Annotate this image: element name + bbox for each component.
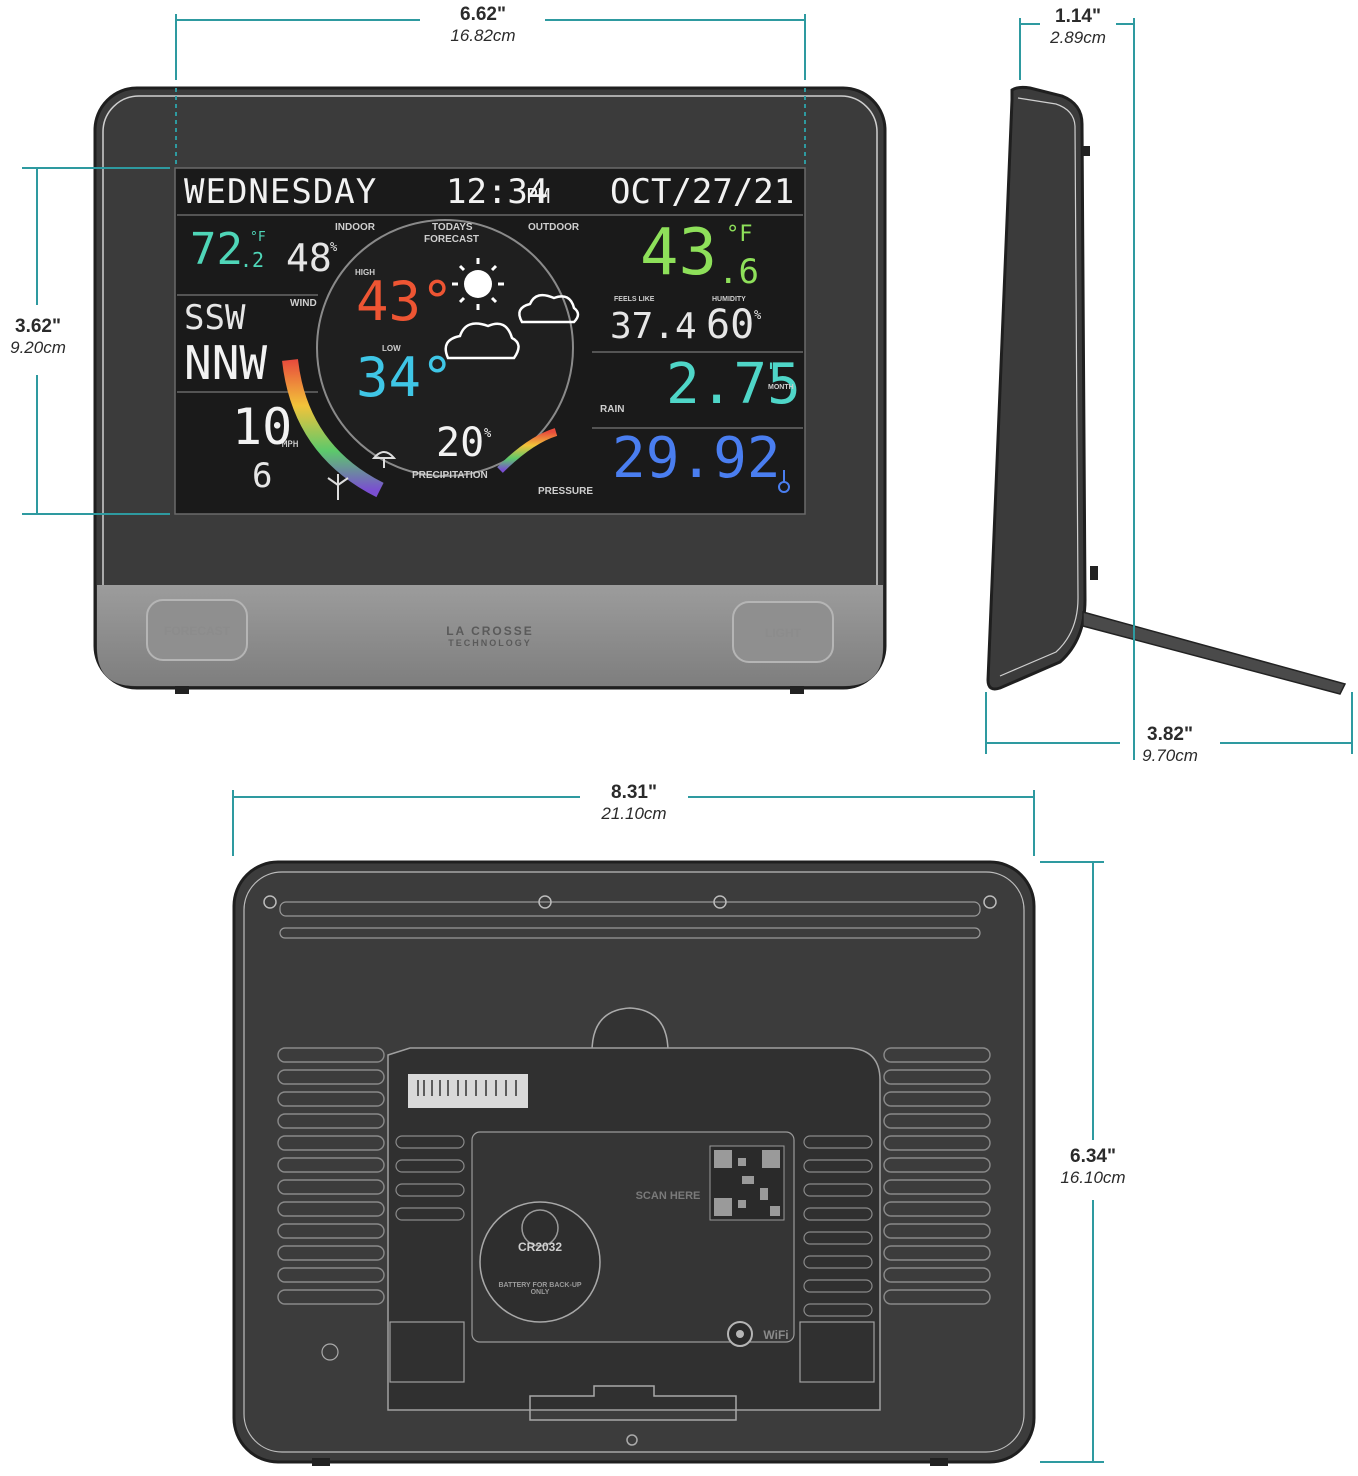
dimension-metric: 16.10cm — [1060, 1168, 1126, 1187]
outdoor-temp-decimal: .6 — [718, 252, 759, 292]
outdoor-humidity: 60 — [706, 302, 755, 348]
wifi-label: WiFi — [763, 1328, 789, 1342]
qr-code-icon — [709, 1145, 785, 1221]
precipitation-label: PRECIPITATION — [412, 470, 488, 481]
brand-line2: TECHNOLOGY — [448, 638, 532, 648]
wind-gust: 6 — [252, 456, 273, 496]
light-button[interactable] — [732, 601, 834, 663]
vent-grille-right — [883, 1047, 991, 1305]
dimension-metric: 9.70cm — [1142, 746, 1198, 765]
wind-previous-direction: SSW — [184, 298, 246, 338]
wind-speed-unit: MPH — [282, 440, 299, 450]
pressure-value: 29.92 — [612, 426, 781, 491]
lcd-ampm: PM — [526, 184, 551, 208]
pressure-label: PRESSURE — [538, 486, 594, 497]
front-height-dimension: 3.62" 9.20cm — [0, 316, 76, 358]
precip-value: 20 — [436, 420, 485, 466]
wind-speed: 10 — [232, 398, 293, 456]
dimension-metric: 16.82cm — [450, 26, 516, 45]
indoor-temp: 72 — [190, 224, 243, 275]
outdoor-label: OUTDOOR — [528, 222, 580, 233]
indoor-temp-decimal: .2 — [240, 248, 265, 272]
front-width-dimension: 6.62" 16.82cm — [420, 4, 546, 46]
dimension-lines — [22, 14, 1353, 1463]
wind-label: WIND — [290, 298, 317, 309]
wind-turbine-icon — [327, 474, 349, 500]
pressure-trend-icon — [778, 470, 790, 493]
light-button-label: LIGHT — [765, 626, 801, 640]
outdoor-feels-like: 37.4 — [610, 306, 697, 347]
front-view-device — [93, 86, 887, 694]
forecast-button-label: FORECAST — [164, 624, 230, 638]
outdoor-humidity-label: HUMIDITY — [712, 296, 746, 303]
dimension-metric: 21.10cm — [601, 804, 667, 823]
back-height-dimension: 6.34" 16.10cm — [1048, 1146, 1138, 1188]
low-label: LOW — [382, 344, 401, 353]
indoor-humidity: 48 — [286, 236, 332, 280]
side-stand-depth-dimension: 3.82" 9.70cm — [1120, 724, 1220, 766]
lcd-date: OCT/27/21 — [610, 172, 795, 212]
indoor-temp-unit: °F — [250, 230, 266, 245]
battery-note: BATTERY FOR BACK-UP ONLY — [498, 1282, 582, 1296]
scan-here-label: SCAN HERE — [635, 1190, 701, 1202]
serial-label — [408, 1074, 528, 1108]
precip-unit: % — [484, 426, 492, 440]
indoor-humidity-unit: % — [330, 240, 338, 254]
wind-speed-arc — [282, 359, 384, 498]
dimension-imperial: 1.14" — [1055, 6, 1101, 27]
dimension-imperial: 6.34" — [1070, 1146, 1116, 1167]
rain-unit: " — [766, 358, 781, 386]
back-width-dimension: 8.31" 21.10cm — [580, 782, 688, 824]
precip-gauge-icon — [497, 428, 558, 473]
lcd-day: WEDNESDAY — [184, 172, 378, 212]
high-temp: 43° — [356, 270, 454, 333]
brand-line1: LA CROSSE — [446, 624, 534, 638]
battery-label: CR2032 — [517, 1240, 563, 1254]
side-view-device — [986, 85, 1347, 695]
wind-direction: NNW — [184, 336, 268, 390]
dimension-imperial: 8.31" — [611, 782, 657, 803]
dimension-metric: 9.20cm — [10, 338, 66, 357]
cloud-icon — [444, 322, 520, 360]
umbrella-icon — [371, 451, 397, 468]
forecast-label-line2: FORECAST — [424, 234, 479, 245]
rain-value: 2.75 — [666, 352, 801, 417]
indoor-label: INDOOR — [335, 222, 375, 233]
cloud-icon — [518, 293, 580, 324]
dimension-metric: 2.89cm — [1050, 28, 1106, 47]
forecast-label-line1: TODAYS — [432, 222, 473, 233]
low-temp: 34° — [356, 346, 454, 409]
high-label: HIGH — [355, 268, 375, 277]
dimension-imperial: 3.62" — [15, 316, 61, 337]
back-view-device — [232, 860, 1036, 1466]
outdoor-temp-unit: °F — [726, 222, 753, 247]
rain-period: MONTH — [768, 384, 794, 391]
feels-like-label: FEELS LIKE — [614, 296, 655, 303]
dimension-imperial: 3.82" — [1147, 724, 1193, 745]
outdoor-temp: 43 — [640, 216, 718, 290]
stand-leg — [1082, 611, 1347, 695]
battery-compartment — [479, 1201, 601, 1323]
side-top-depth-dimension: 1.14" 2.89cm — [1036, 6, 1120, 48]
sun-icon — [452, 258, 504, 310]
forecast-button[interactable] — [146, 599, 248, 661]
vent-grille-left — [277, 1047, 385, 1305]
dimension-imperial: 6.62" — [460, 4, 506, 25]
lcd-time: 12:34 — [446, 172, 549, 212]
rain-label: RAIN — [600, 404, 625, 415]
outdoor-humidity-unit: % — [754, 308, 762, 322]
